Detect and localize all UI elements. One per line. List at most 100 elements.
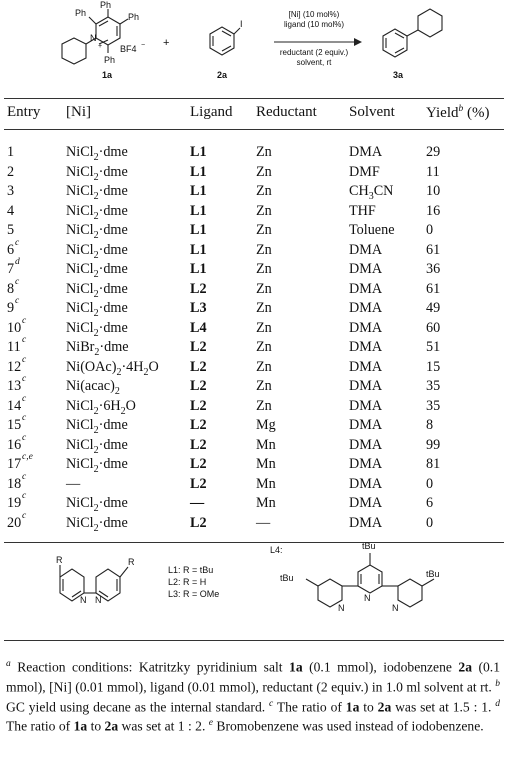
cell-reductant: Zn <box>256 280 272 297</box>
footnote-c-2a: 2a <box>377 699 392 715</box>
cell-ni-source: NiCl2·dme <box>66 280 128 300</box>
ligand-n-left: N <box>80 595 87 605</box>
cell-entry: 5 <box>7 222 15 238</box>
cell-reductant: Zn <box>256 397 272 414</box>
cell-ligand: L1 <box>190 144 207 160</box>
cell-yield: 35 <box>426 378 441 394</box>
cell-yield: 49 <box>426 300 441 316</box>
cell-entry-footnote-mark: c <box>22 471 27 482</box>
cell-reductant: Zn <box>256 339 272 355</box>
cell-entry: 16 <box>7 436 22 453</box>
cell-reductant: Zn <box>256 300 272 316</box>
cell-entry: 12 <box>7 358 22 375</box>
cell-ni-source: NiCl2·dme <box>66 319 128 339</box>
cell-ni-source: NiCl2·dme <box>66 436 128 456</box>
cell-ni-source: Ni(OAc)2·4H2O <box>66 358 159 378</box>
cell-reductant: Zn <box>256 261 272 277</box>
table-bottom-rule <box>4 542 504 543</box>
footnote-a-text-1: Reaction conditions: Katritzky pyridiniu… <box>10 659 290 675</box>
cell-entry: 3 <box>7 183 15 199</box>
header-yield-label: Yield <box>426 105 459 121</box>
phenyl-label-bottom: Ph <box>104 55 115 65</box>
footnote-b-text: GC yield using decane as the internal st… <box>6 699 269 715</box>
header-yield-unit: (%) <box>467 105 490 121</box>
cell-reductant: Zn <box>256 183 272 199</box>
header-yield-sup: b <box>458 104 464 114</box>
cell-solvent: Toluene <box>349 222 395 238</box>
cell-entry-footnote-mark: c <box>15 276 20 287</box>
cell-ligand: L2 <box>190 358 207 375</box>
cell-ligand: L2 <box>190 436 207 453</box>
cell-ligand: L1 <box>190 163 207 180</box>
cell-ligand: L2 <box>190 475 207 492</box>
cell-solvent: DMA <box>349 378 383 394</box>
cell-entry: 2 <box>7 163 15 180</box>
l4-tbu-right: tBu <box>426 569 440 579</box>
cell-reductant: — <box>256 514 271 531</box>
footnote-e-mark: e <box>208 718 213 729</box>
anion-charge: − <box>141 42 145 49</box>
ligand-def-l1: L1: R = tBu <box>168 565 213 575</box>
cell-yield: 36 <box>426 261 441 277</box>
header-entry: Entry <box>7 104 41 120</box>
cell-ligand: L2 <box>190 456 207 472</box>
footnote-a-2a: 2a <box>458 659 472 675</box>
cell-reductant: Zn <box>256 319 272 336</box>
cell-entry: 14 <box>7 397 22 414</box>
footnote-e-text: Bromobenzene was used instead of iodoben… <box>212 719 484 735</box>
footnote-rule <box>4 640 504 641</box>
cell-yield: 51 <box>426 339 441 355</box>
cell-entry: 20 <box>7 514 22 531</box>
cell-entry: 7 <box>7 261 15 277</box>
footnote-c-text-3: was set at 1.5 : 1. <box>391 699 496 715</box>
ligand-l4-label: L4: <box>270 545 283 555</box>
cell-ni-source: NiCl2·dme <box>66 183 128 202</box>
l4-tbu-top: tBu <box>362 541 376 551</box>
cell-reductant: Mn <box>256 475 276 492</box>
cell-yield: 10 <box>426 183 441 199</box>
cell-ni-source: NiCl2·dme <box>66 456 128 475</box>
footnote-c-1a: 1a <box>345 699 360 715</box>
cell-entry: 8 <box>7 280 15 297</box>
cell-ni-source: — <box>66 475 81 492</box>
cell-entry: 13 <box>7 378 22 394</box>
cell-yield: 16 <box>426 202 441 219</box>
cell-yield: 81 <box>426 456 441 472</box>
cell-ni-source: NiCl2·dme <box>66 163 128 183</box>
footnote-d-text-1: The ratio of <box>6 719 74 735</box>
cell-entry-footnote-mark: c <box>15 237 20 248</box>
cell-solvent: DMA <box>349 319 383 336</box>
cell-entry-footnote-mark: c <box>22 491 27 501</box>
footnote-d-text-2: to <box>87 719 105 735</box>
ligand-def-l2: L2: R = H <box>168 577 206 587</box>
condition-line-1: [Ni] (10 mol%) <box>289 10 340 19</box>
cell-ligand: L1 <box>190 222 207 238</box>
cell-yield: 60 <box>426 319 441 336</box>
product-id: 3a <box>393 70 404 80</box>
cell-entry-footnote-mark: c <box>15 296 20 306</box>
plus-sign: + <box>163 37 169 49</box>
cell-reductant: Zn <box>256 222 272 238</box>
cell-ni-source: NiCl2·dme <box>66 261 128 280</box>
ligand-r-left: R <box>56 555 63 565</box>
cell-entry-footnote-mark: c <box>22 413 27 423</box>
cell-solvent: DMA <box>349 300 383 316</box>
cell-solvent: DMA <box>349 495 383 511</box>
header-ni: [Ni] <box>66 104 91 120</box>
cell-solvent: DMA <box>349 475 383 492</box>
cell-yield: 61 <box>426 280 441 297</box>
